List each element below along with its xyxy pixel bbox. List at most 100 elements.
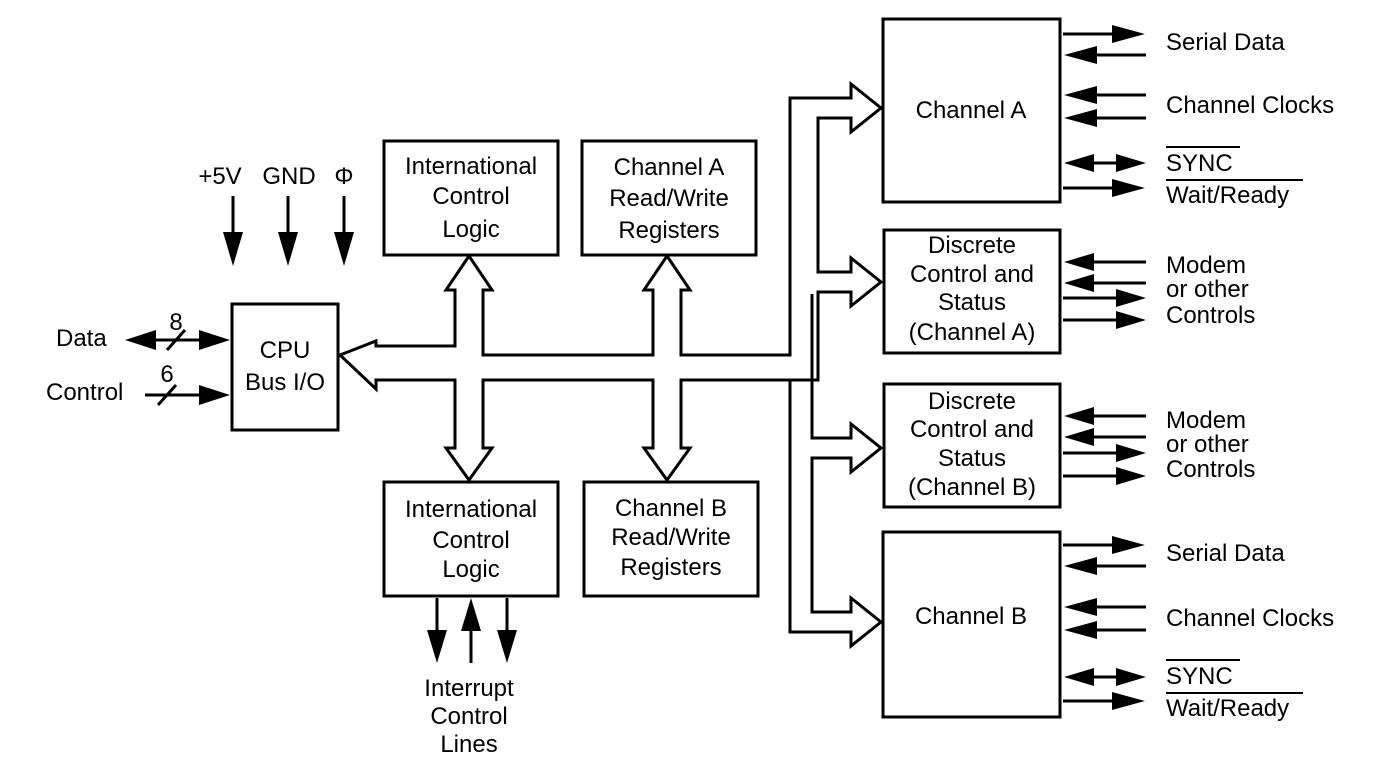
interrupt-line-3-label: Lines	[440, 731, 497, 758]
clock-label: Φ	[334, 163, 353, 190]
discrete-a-out-1-arrow-icon	[1116, 289, 1146, 307]
icl-bottom-box	[382, 480, 560, 598]
icl-bottom: International Control Logic	[382, 480, 560, 598]
discrete-a: Discrete Control and Status (Channel A) …	[882, 228, 1255, 355]
icl-top-line-1: International	[405, 153, 537, 180]
discrete-b-line-4: (Channel B)	[908, 474, 1036, 501]
channel-a-serial-out-arrow-icon	[1112, 25, 1145, 43]
channel-b-wait-label: Wait/Ready	[1166, 695, 1289, 722]
channel-a-wait-label: Wait/Ready	[1166, 182, 1289, 209]
data-bus-slash	[165, 328, 187, 352]
discrete-b-line-1: Discrete	[928, 388, 1016, 415]
channel-a-wait-arrow-icon	[1112, 179, 1145, 197]
channel-a-box	[881, 17, 1062, 204]
cpu-inputs: Data 8 Control 6	[46, 309, 230, 407]
discrete-b-box	[882, 382, 1062, 509]
discrete-b-line-2: Control and	[910, 416, 1034, 443]
discrete-a-line-1: Discrete	[928, 232, 1016, 259]
channel-b-sync-left-arrow-icon	[1064, 668, 1094, 686]
reg-b: Channel B Read/Write Registers	[582, 480, 760, 598]
channel-a-sync-left-arrow-icon	[1064, 154, 1094, 172]
icl-top-box	[382, 139, 560, 257]
data-left-arrow-icon	[125, 330, 156, 350]
reg-a-line-3: Registers	[618, 217, 719, 244]
discrete-a-in-1-arrow-icon	[1064, 253, 1094, 271]
discrete-a-sig-1: Modem	[1166, 252, 1246, 279]
discrete-b-out-1-arrow-icon	[1116, 444, 1146, 462]
discrete-b-line-3: Status	[938, 445, 1006, 472]
channel-b-serial-label: Serial Data	[1166, 540, 1285, 567]
interrupt-out-arrow-icon	[427, 630, 447, 663]
discrete-b-sig-3: Controls	[1166, 456, 1255, 483]
discrete-a-line-2: Control and	[910, 261, 1034, 288]
discrete-b: Discrete Control and Status (Channel B) …	[882, 382, 1255, 509]
discrete-a-out-2-arrow-icon	[1116, 311, 1146, 329]
channel-a-sync-right-arrow-icon	[1116, 154, 1146, 172]
channel-b-clock-1-arrow-icon	[1064, 598, 1097, 616]
icl-bottom-line-2: Control	[432, 527, 509, 554]
clock-arrow-icon	[334, 232, 354, 266]
channel-b-clocks-label: Channel Clocks	[1166, 605, 1334, 632]
icl-bottom-line-1: International	[405, 496, 537, 523]
reg-b-box	[582, 480, 760, 598]
channel-b-serial-out-arrow-icon	[1112, 536, 1145, 554]
discrete-a-line-4: (Channel A)	[909, 319, 1036, 346]
channel-a-clock-2-arrow-icon	[1064, 109, 1097, 127]
discrete-a-sig-2: or other	[1166, 276, 1249, 303]
gnd-label: GND	[262, 163, 315, 190]
channel-a-serial-label: Serial Data	[1166, 29, 1285, 56]
icl-top-line-3: Logic	[442, 216, 499, 243]
discrete-a-in-2-arrow-icon	[1064, 274, 1094, 292]
channel-b-sync-label: SYNC	[1166, 663, 1233, 690]
vcc-label: +5V	[198, 163, 241, 190]
control-arrow-icon	[199, 385, 230, 405]
reg-a-line-1: Channel A	[614, 154, 725, 181]
discrete-b-out-2-arrow-icon	[1116, 467, 1146, 485]
channel-b-sync-right-arrow-icon	[1116, 668, 1146, 686]
reg-b-line-2: Read/Write	[611, 524, 731, 551]
discrete-b-in-2-arrow-icon	[1064, 428, 1094, 446]
channel-b: Channel B Serial Data Channel Clocks SYN…	[881, 530, 1334, 722]
gnd-arrow-icon	[278, 232, 298, 266]
channel-a-clocks-label: Channel Clocks	[1166, 92, 1334, 119]
channel-a-sync-label: SYNC	[1166, 150, 1233, 177]
control-width: 6	[160, 361, 173, 388]
interrupt-line-1-label: Interrupt	[424, 675, 514, 702]
power-inputs: +5V GND Φ	[198, 163, 354, 266]
reg-b-line-1: Channel B	[615, 495, 727, 522]
reg-a-box	[580, 139, 758, 257]
icl-top-line-2: Control	[432, 183, 509, 210]
discrete-b-in-1-arrow-icon	[1064, 407, 1094, 425]
discrete-a-line-3: Status	[938, 289, 1006, 316]
cpu-bus-io: CPU Bus I/O	[230, 302, 340, 432]
cpu-line-1: CPU	[260, 337, 311, 364]
channel-b-serial-in-arrow-icon	[1064, 557, 1097, 575]
channel-b-clock-2-arrow-icon	[1064, 621, 1097, 639]
discrete-b-sig-2: or other	[1166, 431, 1249, 458]
channel-b-label: Channel B	[915, 603, 1027, 630]
interrupt-line-2-label: Control	[430, 703, 507, 730]
control-bus-slash	[156, 383, 178, 407]
channel-a-clock-1-arrow-icon	[1064, 86, 1097, 104]
bus-upper	[337, 80, 884, 483]
reg-a: Channel A Read/Write Registers	[580, 139, 758, 257]
interrupt-lines: Interrupt Control Lines	[424, 598, 517, 758]
cpu-line-2: Bus I/O	[245, 369, 325, 396]
data-right-arrow-icon	[199, 330, 230, 350]
channel-a-serial-in-arrow-icon	[1064, 46, 1097, 64]
interrupt-out-arrow-2-icon	[497, 630, 517, 663]
data-width: 8	[169, 309, 182, 336]
internal-bus	[337, 80, 884, 650]
interrupt-in-arrow-icon	[461, 598, 481, 631]
control-label: Control	[46, 379, 123, 406]
data-label: Data	[56, 325, 107, 352]
reg-b-line-3: Registers	[620, 554, 721, 581]
channel-a-label: Channel A	[916, 97, 1027, 124]
discrete-b-sig-1: Modem	[1166, 407, 1246, 434]
bus-lower	[788, 294, 884, 650]
discrete-a-box	[882, 228, 1062, 355]
discrete-a-sig-3: Controls	[1166, 302, 1255, 329]
cpu-box	[230, 302, 340, 432]
channel-b-wait-arrow-icon	[1112, 692, 1145, 710]
